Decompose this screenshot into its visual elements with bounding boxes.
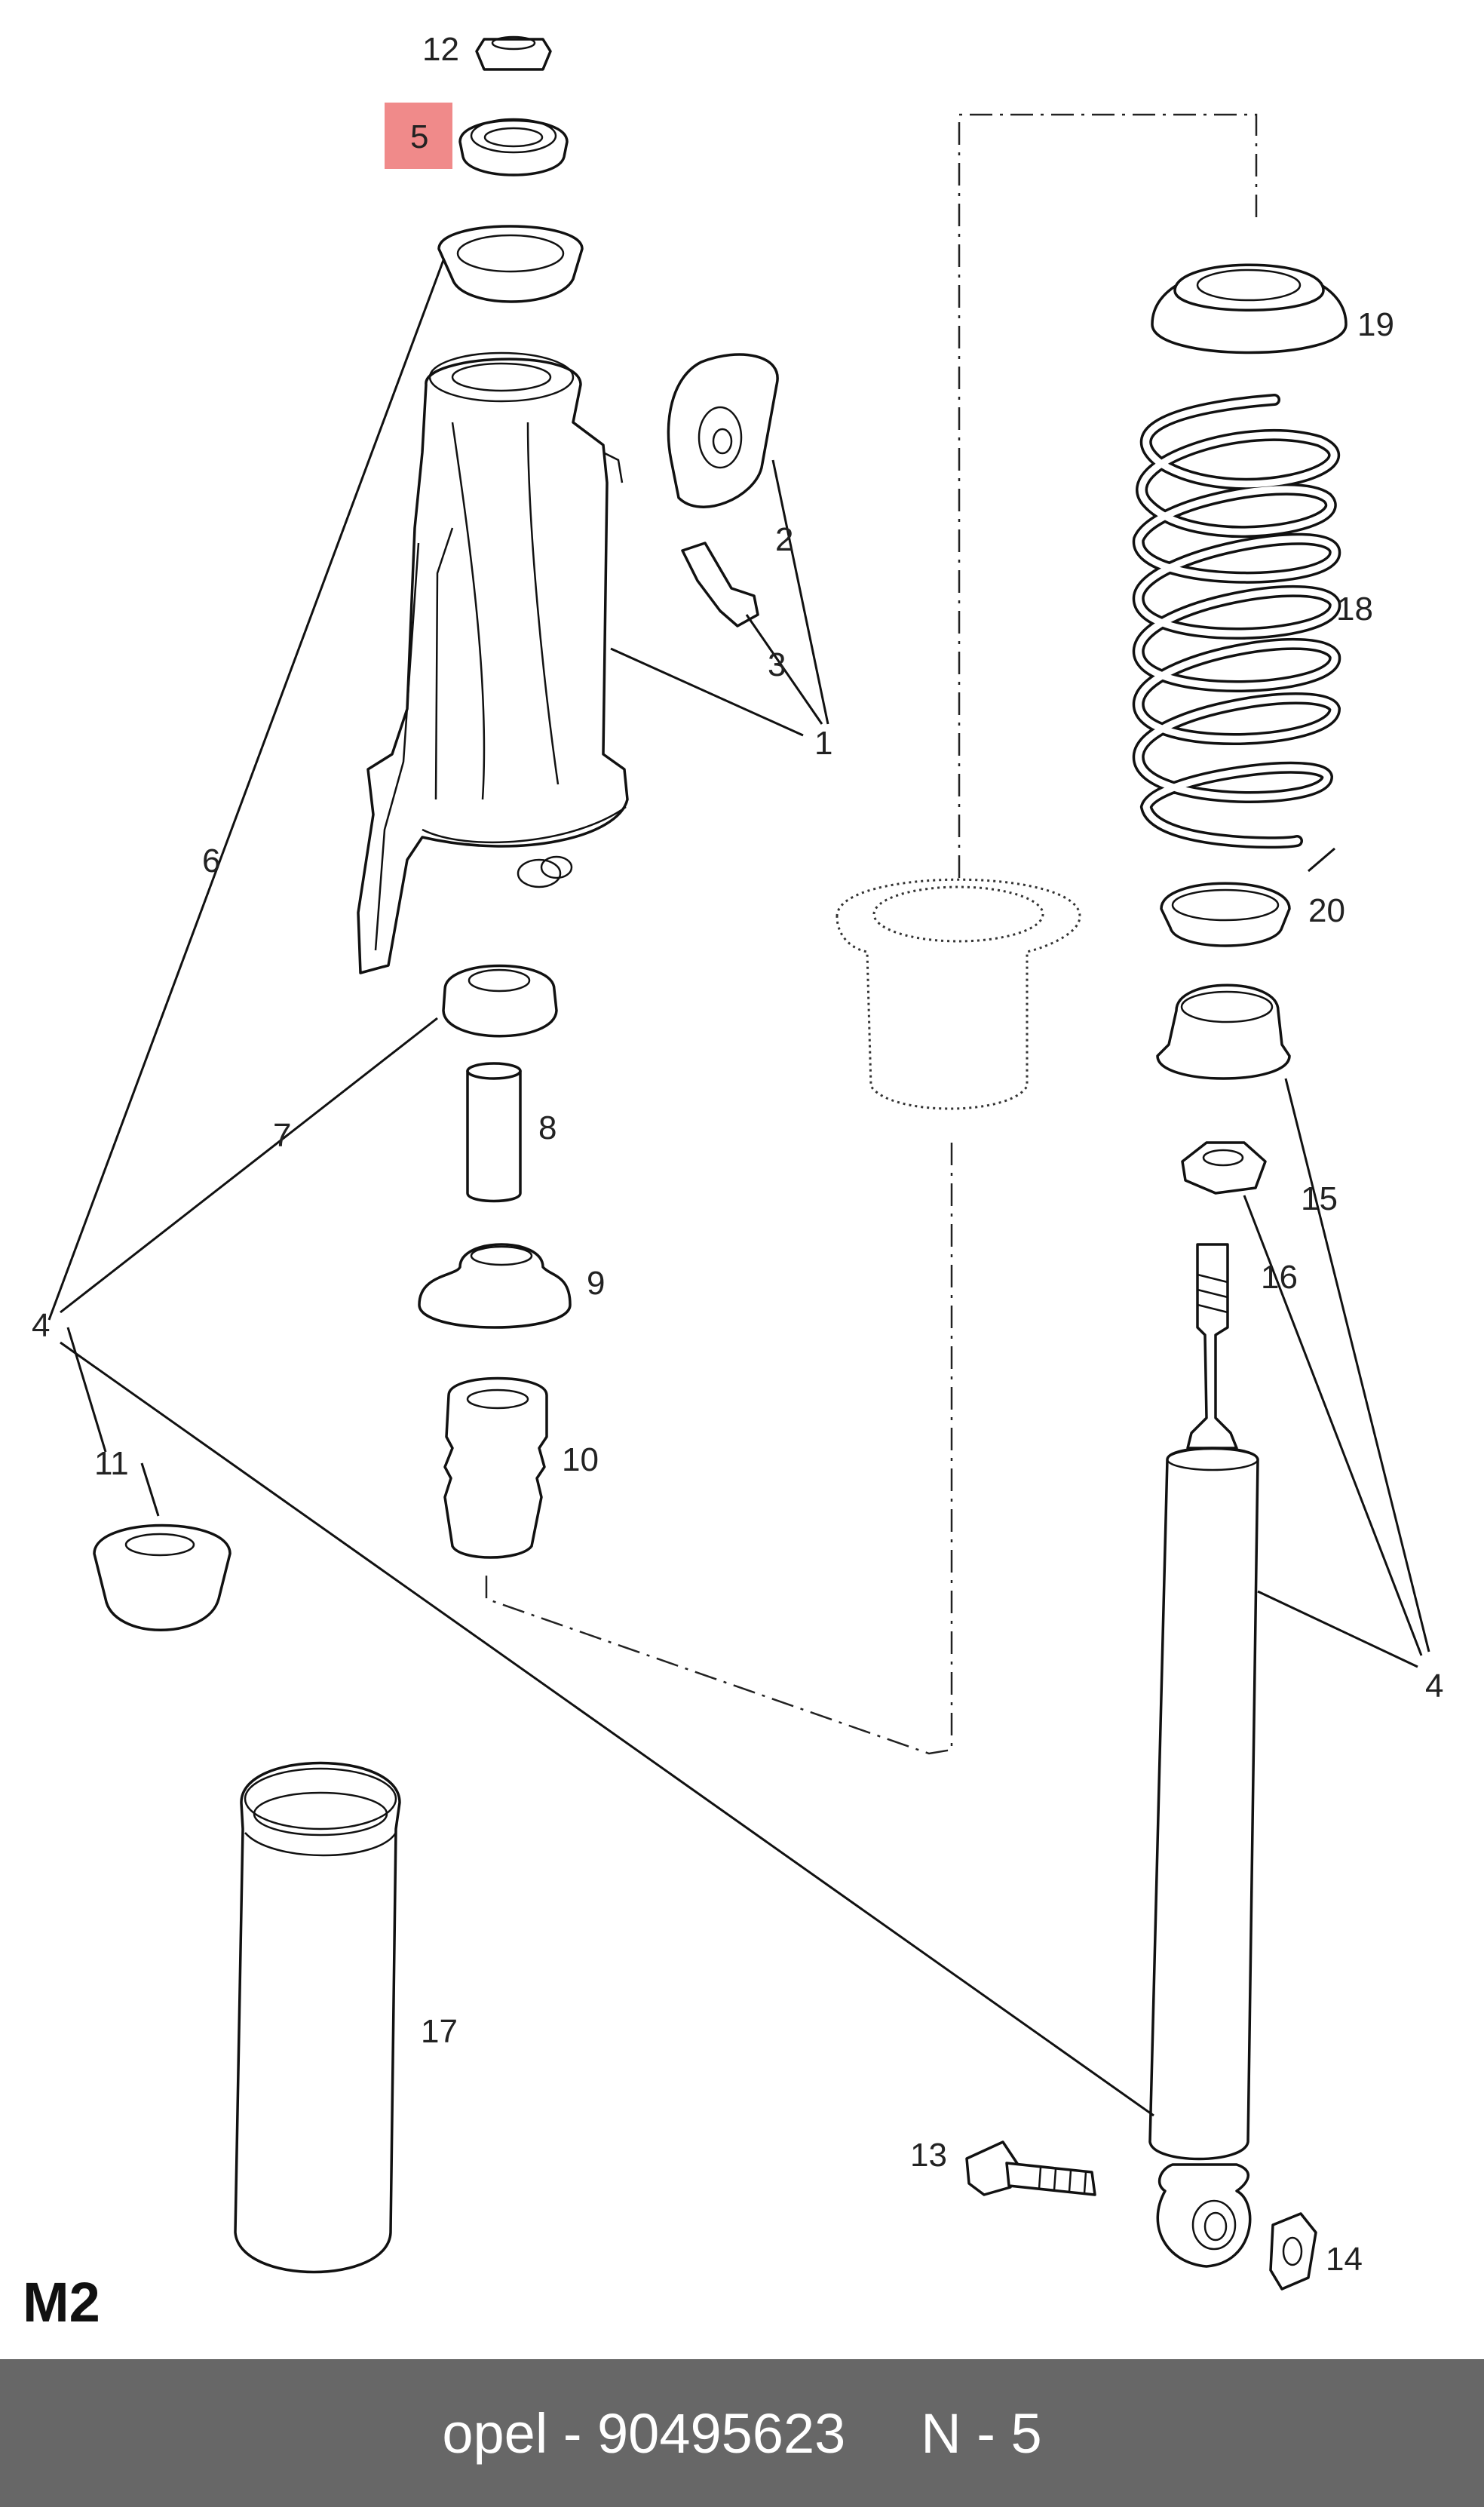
part-10-bump-stop (443, 1376, 548, 1559)
callout-15: 15 (1301, 1180, 1338, 1217)
highlight-box (385, 103, 452, 169)
callout-12: 12 (422, 31, 459, 68)
assembly-line-upper (958, 113, 1258, 879)
callout-3: 3 (768, 646, 786, 683)
part-13-bolt (965, 2140, 1096, 2196)
part-15-seat (1156, 983, 1291, 1080)
part-16-nut (1181, 1141, 1267, 1195)
callout-11: 11 (94, 1445, 129, 1482)
callout-4-left: 4 (32, 1307, 50, 1344)
callout-2: 2 (775, 521, 793, 558)
callout-18: 18 (1336, 591, 1373, 628)
callout-14: 14 (1326, 2241, 1363, 2278)
part-6-top-mount (437, 225, 584, 303)
part-17-protective-tube (234, 1761, 401, 2274)
assembly-line-lower (485, 1143, 953, 1755)
callout-8: 8 (538, 1109, 556, 1146)
part-14-nut-plate (1269, 2212, 1317, 2291)
callout-17: 17 (421, 2013, 458, 2050)
callout-7: 7 (273, 1117, 291, 1154)
callout-1: 1 (814, 725, 832, 762)
callout-19: 19 (1357, 306, 1394, 343)
callout-9: 9 (587, 1265, 605, 1302)
callout-5: 5 (410, 118, 428, 155)
part-7-bushing (442, 964, 558, 1038)
callout-4-right: 4 (1425, 1668, 1443, 1705)
part-3-bolt (681, 542, 759, 628)
dotted-cup (836, 878, 1081, 1110)
exploded-parts-diagram: 12 5 6 2 3 1 7 8 9 10 4 11 17 19 18 20 1… (32, 31, 1443, 2291)
part-18-coil-spring (1132, 394, 1341, 849)
part-1-strut-housing (357, 351, 629, 974)
part-11-bushing (93, 1524, 231, 1631)
callout-20: 20 (1308, 892, 1345, 929)
callout-6: 6 (202, 842, 220, 879)
footer-bar: opel - 90495623 N - 5 (0, 2359, 1484, 2507)
part-20-spring-pad (1160, 882, 1291, 947)
footer-brand-part-number: opel - 90495623 (442, 2401, 846, 2465)
part-8-sleeve (466, 1062, 522, 1203)
part-19-spring-seat (1151, 263, 1348, 354)
callout-16: 16 (1261, 1259, 1298, 1296)
leader-lines (48, 259, 1430, 2117)
part-12-nut (475, 35, 552, 71)
part-5-ring (458, 118, 569, 176)
part-2-bracket (667, 353, 779, 508)
callout-13: 13 (910, 2137, 947, 2174)
part-4-shock-absorber (1148, 1243, 1259, 2268)
section-code: M2 (23, 2271, 100, 2334)
callout-labels: 12 5 6 2 3 1 7 8 9 10 4 11 17 19 18 20 1… (32, 31, 1443, 2278)
part-9-mount (418, 1243, 572, 1329)
footer-position: N - 5 (921, 2401, 1042, 2465)
callout-10: 10 (562, 1441, 599, 1478)
